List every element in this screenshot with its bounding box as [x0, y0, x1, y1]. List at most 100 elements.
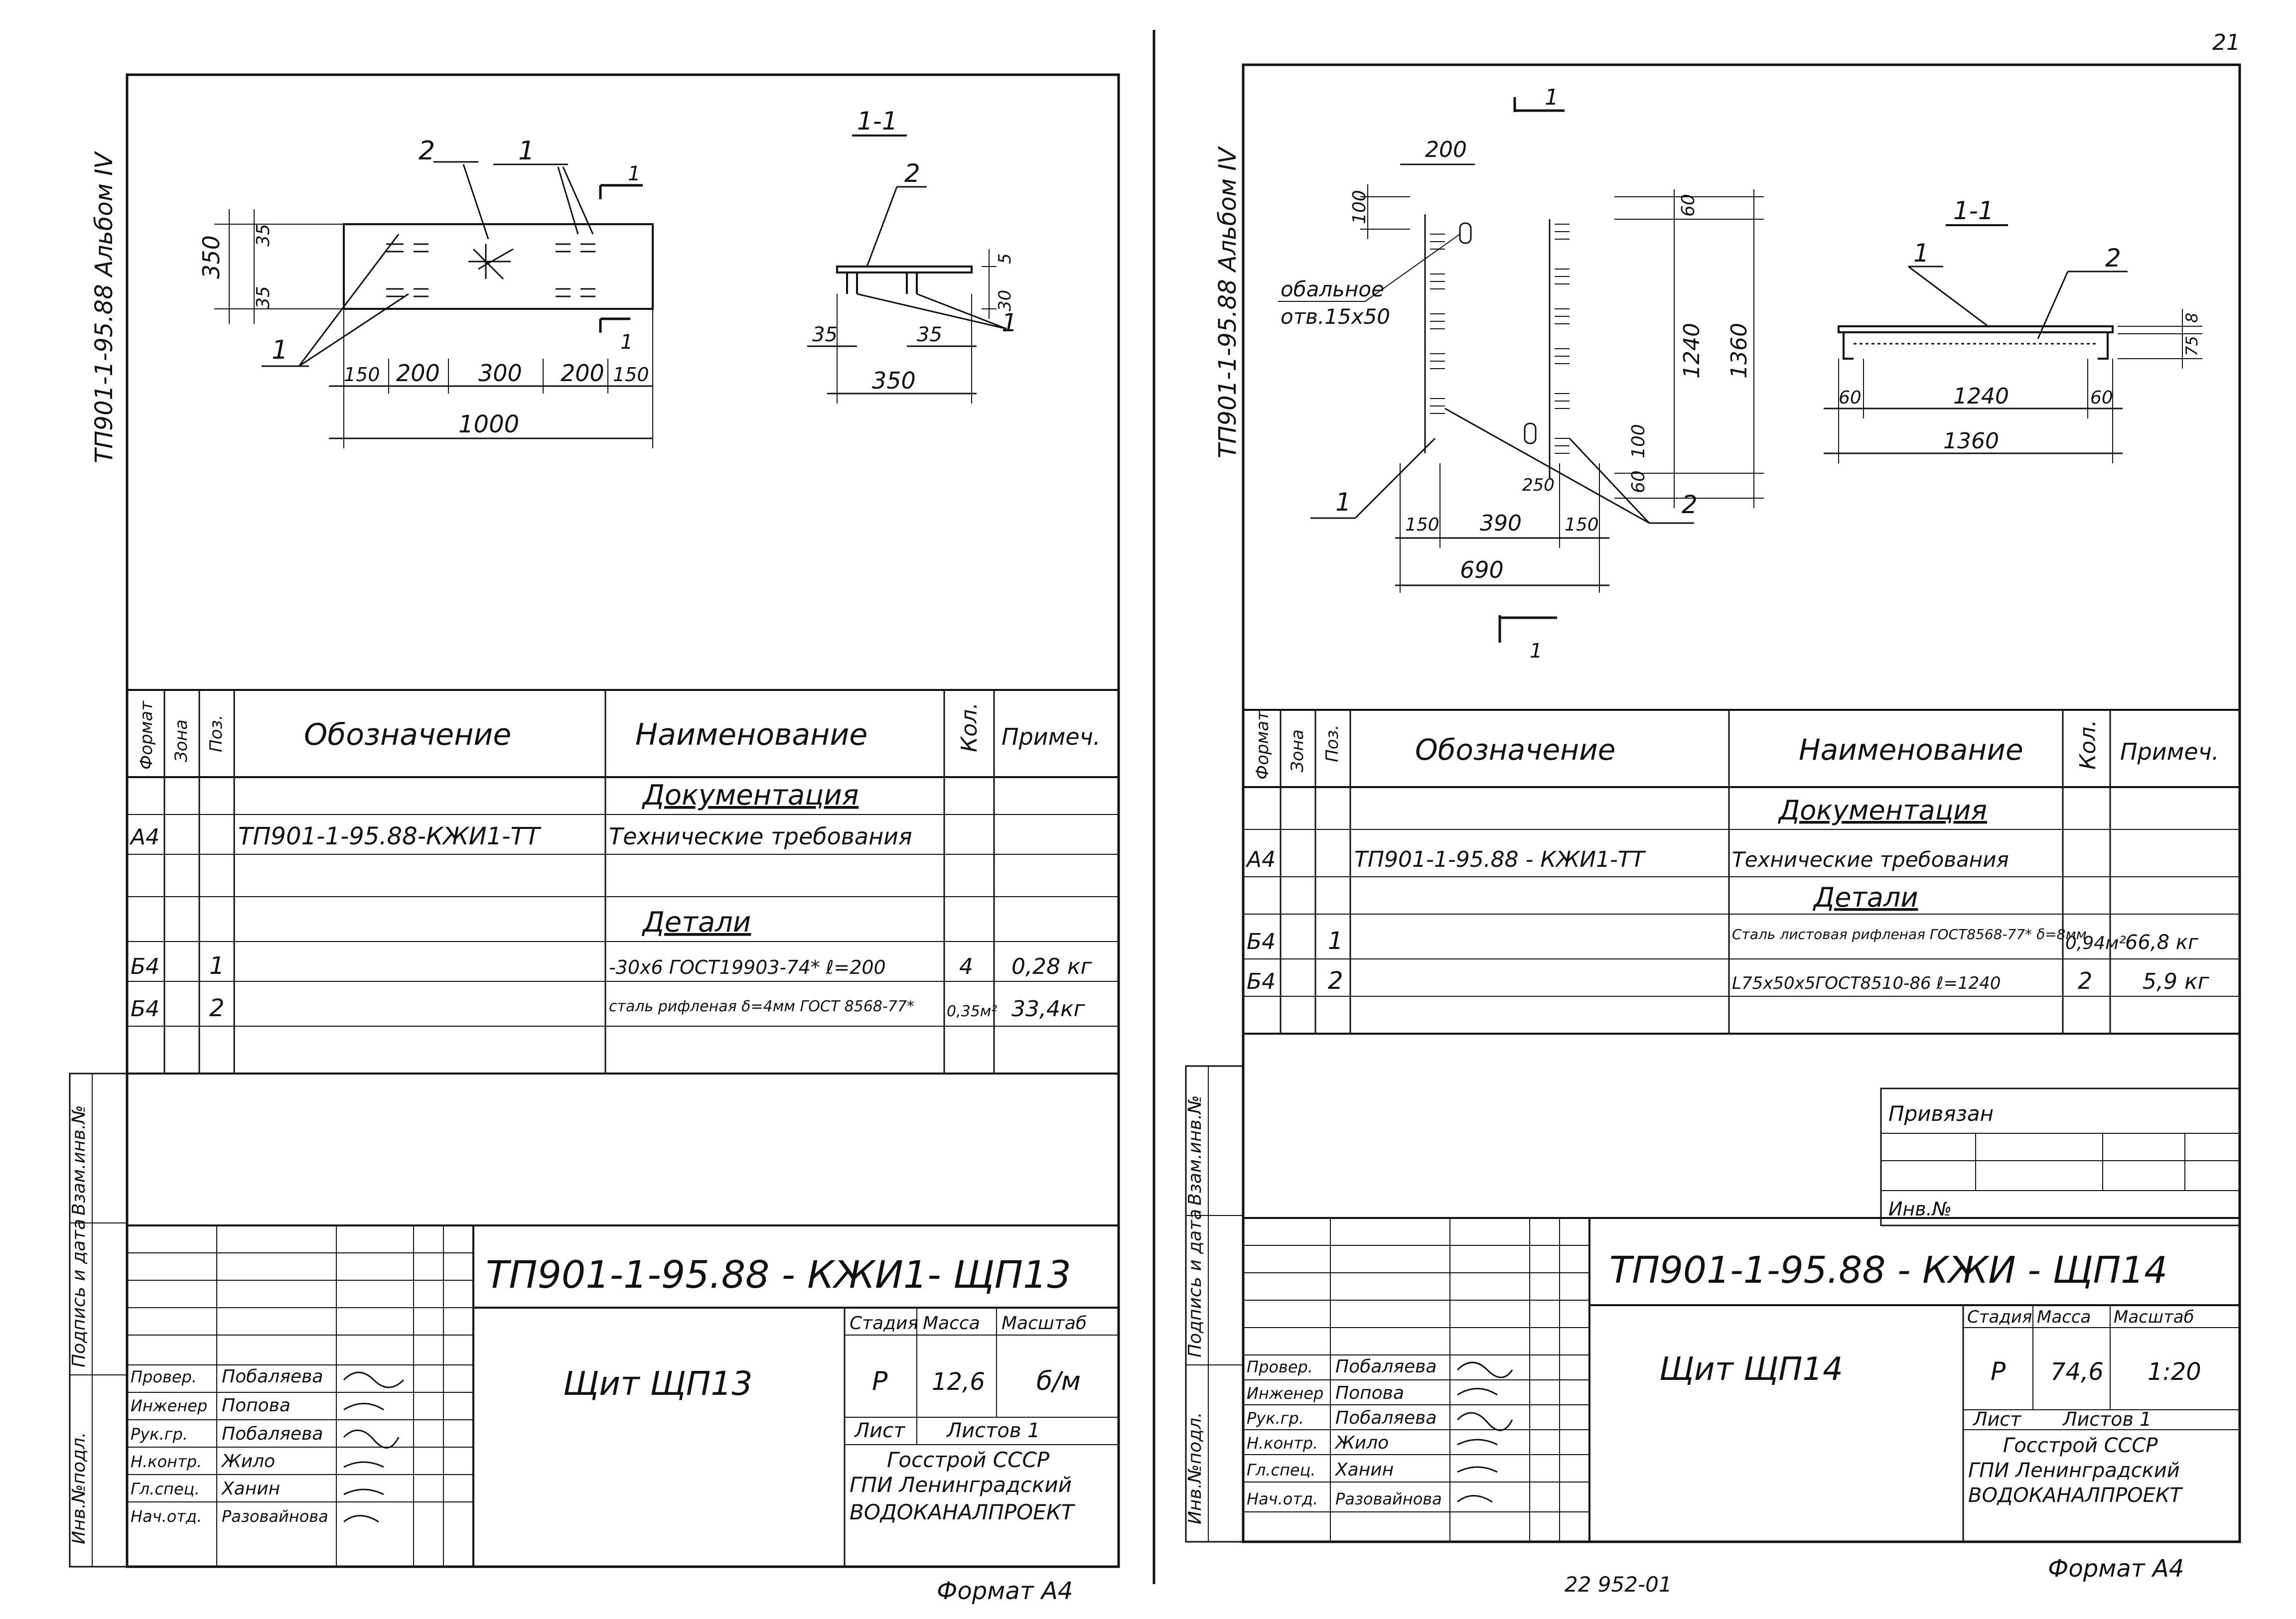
right-sheet: ТП901-1-95.88 Альбом IV 1 200 — [1185, 63, 2241, 1597]
right-role-0: Провер. — [1247, 1357, 1313, 1376]
right-side-code: ТП901-1-95.88 Альбом IV — [1214, 146, 1242, 458]
dim-350: 350 — [198, 235, 225, 279]
left-row4-note: 33,4кг — [1011, 996, 1086, 1022]
right-attached-label: Привязан — [1888, 1101, 1994, 1126]
right-hdr-qty: Кол. — [2075, 720, 2101, 770]
left-hdr-format: Формат — [137, 700, 156, 770]
left-cut-mark-bottom: 1 — [620, 331, 633, 354]
left-name-5: Разовайнова — [222, 1507, 328, 1526]
left-org-3: ВОДОКАНАЛПРОЕКТ — [850, 1500, 1076, 1524]
left-section-view: 1-1 2 5 30 1 35 35 350 — [807, 107, 1017, 404]
dim-300: 300 — [478, 360, 522, 387]
left-section-label-1: 1 — [1002, 308, 1017, 337]
right-side-stamps: Взам.инв.№ Подпись и дата Инв.№подл. — [1185, 1065, 1244, 1543]
left-org-2: ГПИ Ленинградский — [850, 1473, 1072, 1497]
left-row3-pos: 1 — [209, 952, 225, 980]
left-stamp-sign: Подпись и дата — [69, 1219, 89, 1367]
right-plan-view: 1 200 — [1278, 85, 1764, 663]
right-name-4: Ханин — [1334, 1460, 1394, 1480]
dim-1000: 1000 — [458, 410, 519, 438]
left-role-2: Рук.гр. — [131, 1425, 188, 1444]
left-section-title: 1-1 — [857, 107, 898, 135]
right-role-4: Гл.спец. — [1247, 1461, 1316, 1480]
left-cut-mark-top: 1 — [628, 162, 640, 185]
right-footer-note: 22 952-01 — [1565, 1572, 1672, 1597]
right-role-3: Н.контр. — [1247, 1434, 1318, 1453]
right-org-1: Госстрой СССР — [2003, 1434, 2158, 1457]
left-hdr-pos: Поз. — [206, 715, 226, 752]
right-hdr-format: Формат — [1253, 710, 1273, 780]
left-doc-title: Щит ЩП13 — [563, 1364, 752, 1403]
right-name-1: Попова — [1335, 1383, 1404, 1403]
left-label-1-bottom: 1 — [272, 335, 288, 365]
page-number: 21 — [2212, 30, 2240, 55]
left-row1-designation: ТП901-1-95.88-КЖИ1-ТТ — [238, 822, 542, 850]
right-stage-hdr: Стадия — [1967, 1307, 2032, 1327]
left-name-1: Попова — [222, 1395, 290, 1416]
right-dim-1240: 1240 — [1679, 323, 1705, 379]
left-row-details: Детали — [641, 906, 751, 939]
left-side-stamps: Взам.инв.№ Подпись и дата Инв.№подл. — [69, 1073, 128, 1568]
right-dim-150-left: 150 — [1405, 515, 1439, 535]
right-row3-name: Сталь листовая рифленая ГОСТ8568-77* δ=8… — [1732, 926, 2087, 943]
left-label-2: 2 — [419, 136, 435, 166]
right-name-3: Жило — [1334, 1433, 1389, 1453]
left-row4-format: Б4 — [131, 996, 159, 1022]
right-org-2: ГПИ Ленинградский — [1968, 1459, 2180, 1482]
left-name-2: Побаляева — [222, 1424, 323, 1444]
left-section-dim-30: 30 — [995, 290, 1015, 311]
right-mass: 74,6 — [2050, 1358, 2104, 1386]
left-section-dim-5: 5 — [995, 253, 1015, 264]
right-row-documentation: Документация — [1778, 795, 1987, 826]
right-cut-top: 1 — [1545, 85, 1559, 110]
left-section-dim-35b: 35 — [917, 323, 942, 346]
left-name-0: Побаляева — [222, 1366, 323, 1387]
left-role-0: Провер. — [131, 1367, 197, 1386]
right-row4-name: L75х50х5ГОСТ8510-86 ℓ=1240 — [1732, 973, 2001, 993]
right-sheet-label: Лист — [1972, 1408, 2022, 1430]
left-hdr-note: Примеч. — [1002, 723, 1101, 750]
right-section-dim-1240: 1240 — [1953, 384, 2009, 409]
right-spec-table: Формат Зона Поз. Обозначение Наименовани… — [1242, 709, 2241, 1035]
right-hdr-name: Наименование — [1799, 733, 2023, 767]
right-dim-60-top: 60 — [1678, 194, 1699, 217]
left-side-code: ТП901-1-95.88 Альбом IV — [90, 151, 118, 463]
right-row4-qty: 2 — [2078, 967, 2092, 994]
right-hole-note-2: отв.15х50 — [1281, 304, 1390, 329]
right-format: Формат А4 — [2048, 1555, 2184, 1583]
right-role-2: Рук.гр. — [1247, 1409, 1304, 1428]
right-dim-60-bottom: 60 — [1628, 470, 1649, 493]
right-role-1: Инженер — [1247, 1384, 1323, 1403]
left-row-documentation: Документация — [641, 779, 859, 811]
right-dim-100: 100 — [1349, 190, 1370, 224]
left-format: Формат А4 — [937, 1577, 1073, 1605]
right-dim-150-right: 150 — [1565, 515, 1599, 535]
right-dim-200: 200 — [1425, 137, 1467, 162]
right-row4-note: 5,9 кг — [2143, 969, 2210, 994]
right-dim-690: 690 — [1460, 556, 1504, 583]
right-name-0: Побаляева — [1335, 1356, 1436, 1377]
left-row1-format: А4 — [129, 824, 159, 850]
left-role-3: Н.контр. — [131, 1452, 202, 1471]
right-mass-hdr: Масса — [2037, 1307, 2091, 1327]
left-spec-table: Формат Зона Поз. Обозначение Наименовани… — [126, 689, 1120, 1075]
left-row3-note: 0,28 кг — [1011, 954, 1093, 979]
left-hdr-zone: Зона — [171, 719, 191, 762]
left-panel-outline — [343, 223, 654, 310]
right-dim-250: 250 — [1522, 475, 1555, 495]
left-role-5: Нач.отд. — [131, 1507, 202, 1526]
left-stamp-inv: Инв.№подл. — [69, 1432, 89, 1544]
right-row1-designation: ТП901-1-95.88 - КЖИ1-ТТ — [1354, 847, 1646, 872]
dim-200-right: 200 — [561, 360, 604, 387]
left-hdr-qty: Кол. — [957, 702, 982, 752]
right-row3-format: Б4 — [1247, 929, 1276, 954]
left-hdr-name: Наименование — [635, 717, 867, 752]
right-row4-pos: 2 — [1328, 967, 1343, 995]
right-hole-note-1: обальное — [1281, 277, 1384, 301]
left-name-4: Ханин — [221, 1479, 280, 1499]
left-sheet-label: Лист — [854, 1419, 906, 1442]
left-row3-qty: 4 — [959, 954, 973, 979]
left-row4-name: сталь рифленая δ=4мм ГОСТ 8568-77* — [609, 998, 914, 1015]
right-stamp-inv: Инв.№подл. — [1185, 1412, 1205, 1524]
